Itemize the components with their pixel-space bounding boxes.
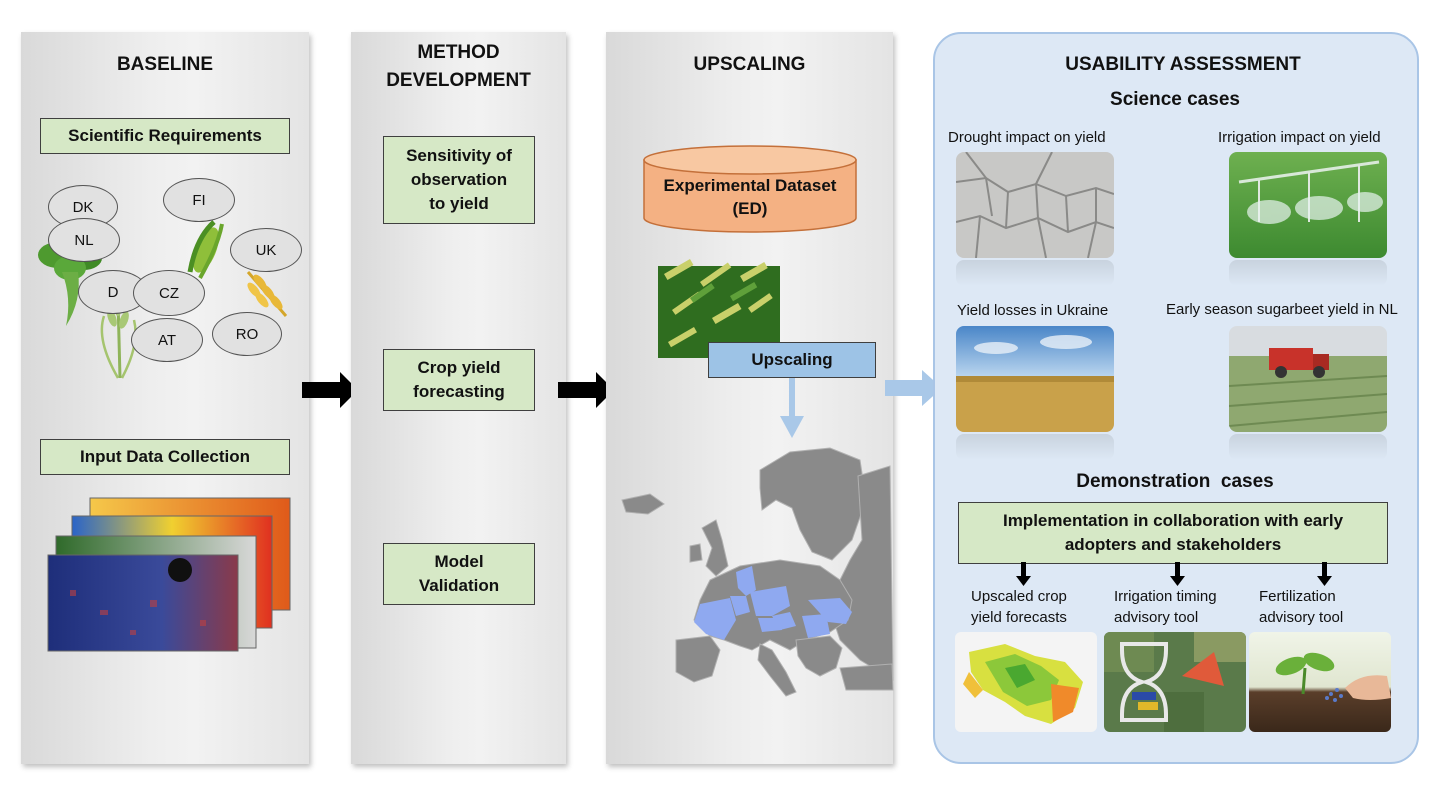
- irrigation-photo: [1229, 152, 1387, 258]
- validation-line2: Validation: [418, 576, 500, 595]
- upscaling-column: UPSCALING: [606, 32, 893, 764]
- sensitivity-line1: Sensitivity of: [406, 146, 512, 165]
- demo-case-fertilization-line2: advisory tool: [1259, 609, 1344, 626]
- science-case-sugarbeet-label: Early season sugarbeet yield in NL: [1166, 301, 1398, 318]
- drought-photo-reflection: [956, 260, 1114, 286]
- science-case-irrigation-label: Irrigation impact on yield: [1218, 129, 1381, 146]
- country-ro: RO: [212, 312, 282, 356]
- usability-title: USABILITY ASSESSMENT: [1065, 54, 1301, 75]
- ukraine-photo-reflection: [956, 434, 1114, 460]
- science-cases-title: Science cases: [1110, 89, 1240, 110]
- upscaling-label-box: Upscaling: [708, 342, 876, 378]
- method-title-line1: METHOD: [417, 42, 500, 63]
- yield-forecast-map-image: [955, 632, 1097, 732]
- irrigation-photo-reflection: [1229, 260, 1387, 286]
- science-case-ukraine-label: Yield losses in Ukraine: [957, 302, 1109, 319]
- sugarbeet-harvest-photo: [1229, 326, 1387, 432]
- dataset-label-line2: (ED): [732, 199, 768, 218]
- forecasting-line2: forecasting: [413, 382, 505, 401]
- implementation-box: Implementation in collaboration with ear…: [958, 502, 1388, 564]
- crop-yield-forecasting-box: Crop yield forecasting: [383, 349, 535, 411]
- country-nl: NL: [48, 218, 120, 262]
- implementation-line2: adopters and stakeholders: [1064, 535, 1282, 554]
- method-title-line2: DEVELOPMENT: [386, 70, 531, 91]
- validation-line1: Model: [434, 552, 484, 571]
- fertilization-tool-image: [1249, 632, 1391, 732]
- country-at: AT: [131, 318, 203, 362]
- sensitivity-line3: to yield: [429, 194, 489, 213]
- scientific-requirements-box: Scientific Requirements: [40, 118, 290, 154]
- demo-case-fertilization-line1: Fertilization: [1259, 588, 1336, 605]
- demo-case-upscaled-line2: yield forecasts: [971, 609, 1067, 626]
- implementation-line1: Implementation in collaboration with ear…: [1002, 511, 1344, 530]
- drought-photo: [956, 152, 1114, 258]
- model-validation-box: Model Validation: [383, 543, 535, 605]
- demo-case-upscaled-label: Upscaled crop yield forecasts: [971, 586, 1067, 628]
- demo-case-irrigation-line2: advisory tool: [1114, 609, 1199, 626]
- demo-case-irrigation-label: Irrigation timing advisory tool: [1114, 586, 1217, 628]
- science-case-drought-label: Drought impact on yield: [948, 129, 1106, 146]
- upscaling-title: UPSCALING: [693, 54, 806, 75]
- demonstration-cases-title: Demonstration cases: [1076, 471, 1274, 492]
- country-uk: UK: [230, 228, 302, 272]
- forecasting-line1: Crop yield: [417, 358, 501, 377]
- sensitivity-box: Sensitivity of observation to yield: [383, 136, 535, 224]
- country-cz: CZ: [133, 270, 205, 316]
- demo-case-upscaled-line1: Upscaled crop: [971, 588, 1067, 605]
- country-fi: FI: [163, 178, 235, 222]
- irrigation-timing-tool-image: [1104, 632, 1246, 732]
- ukraine-wheat-photo: [956, 326, 1114, 432]
- demo-case-irrigation-line1: Irrigation timing: [1114, 588, 1217, 605]
- sugarbeet-photo-reflection: [1229, 434, 1387, 460]
- input-data-collection-box: Input Data Collection: [40, 439, 290, 475]
- dataset-label-line1: Experimental Dataset: [663, 176, 837, 195]
- sensitivity-line2: observation: [410, 170, 508, 189]
- baseline-title: BASELINE: [116, 54, 214, 75]
- demo-case-fertilization-label: Fertilization advisory tool: [1259, 586, 1343, 628]
